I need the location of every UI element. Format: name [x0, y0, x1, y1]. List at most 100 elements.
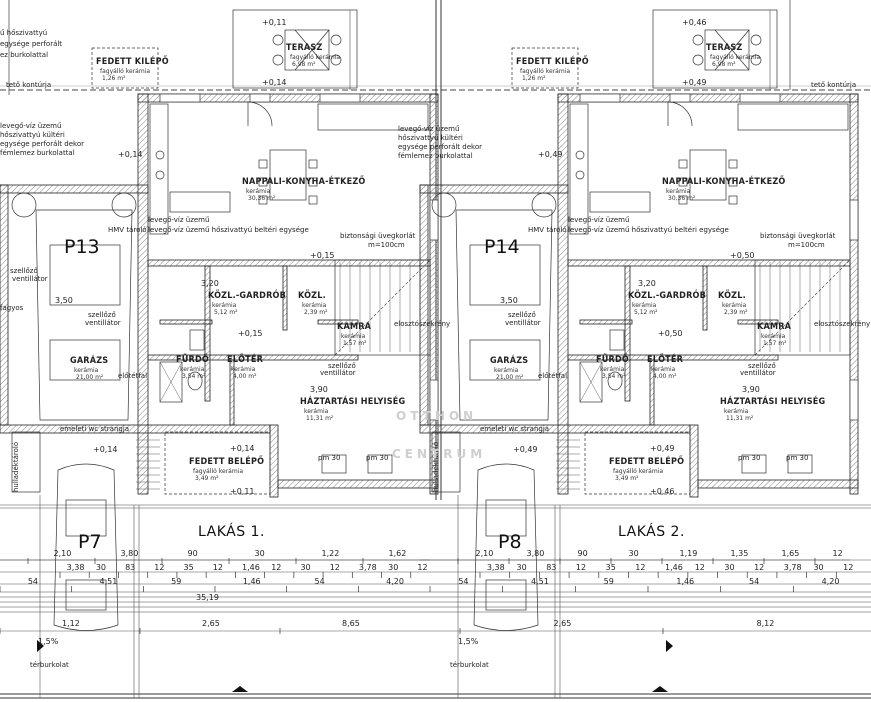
parked-car-windshield — [65, 499, 107, 537]
kitchen-top-counter — [317, 103, 429, 131]
window — [429, 199, 439, 241]
partition-living — [567, 259, 851, 267]
west-living-wall — [557, 93, 569, 495]
window — [249, 93, 271, 103]
partition-gardrob — [624, 265, 631, 402]
dining-chair — [258, 177, 268, 187]
entry-side-wall — [269, 424, 279, 498]
garage-car-rear — [469, 339, 541, 381]
sink — [155, 150, 165, 160]
kitchen-counter — [149, 103, 169, 235]
east-wall — [849, 93, 859, 495]
terrace-table — [284, 29, 330, 71]
pm30-shaft — [787, 454, 813, 474]
terrace-chair — [272, 34, 284, 46]
south-wall — [0, 424, 271, 434]
hmv-tank — [431, 192, 457, 218]
partition-gardrob — [204, 265, 211, 402]
terrace-door-swing — [667, 101, 693, 127]
waste-storage — [11, 431, 41, 493]
hob — [155, 170, 165, 180]
garage-car-rear — [49, 339, 121, 381]
garage-west-wall — [419, 184, 429, 426]
window — [429, 379, 439, 421]
dining-chair — [258, 195, 268, 205]
dining-chair — [678, 177, 688, 187]
hmv-tank — [11, 192, 37, 218]
window — [669, 93, 691, 103]
terrace-door-swing — [247, 101, 273, 127]
heatpump-indoor-unit — [531, 192, 557, 218]
terrace-chair — [330, 34, 342, 46]
terrace-table-cross — [714, 29, 750, 71]
partition-kamra — [737, 319, 779, 325]
shower-cross — [579, 361, 603, 403]
heatpump-indoor-unit — [111, 192, 137, 218]
waste-storage — [431, 431, 461, 493]
garage-car-windshield — [49, 244, 121, 306]
dining-chair — [728, 195, 738, 205]
sink — [575, 150, 585, 160]
terrace-table-cross — [294, 29, 330, 71]
terrace-outline — [232, 9, 358, 89]
stair-direction — [754, 259, 851, 356]
window — [579, 93, 621, 103]
west-living-wall — [137, 93, 149, 495]
pm30-shaft — [741, 454, 767, 474]
partition-kozl — [282, 265, 288, 331]
garage-north-wall — [419, 184, 569, 194]
shower — [579, 361, 603, 403]
dining-chair — [308, 195, 318, 205]
south-service-wall — [277, 479, 439, 489]
kitchen-counter — [569, 103, 589, 235]
toilet — [607, 371, 623, 391]
window — [319, 93, 361, 103]
terrace-chair — [272, 54, 284, 66]
terrace-chair — [692, 34, 704, 46]
staircase-outline — [754, 259, 851, 356]
dining-chair — [308, 159, 318, 169]
east-wall — [429, 93, 439, 495]
partition-bath — [567, 354, 779, 361]
garage-north-wall — [0, 184, 149, 194]
partition-living — [147, 259, 431, 267]
dining-table — [689, 149, 727, 201]
staircase-outline — [334, 259, 431, 356]
parked-car-windshield — [485, 499, 527, 537]
partition-eloter — [229, 359, 235, 426]
parked-car-rear — [485, 579, 527, 611]
kitchen-top-counter — [737, 103, 849, 131]
entry-side-wall — [689, 424, 699, 498]
window — [849, 199, 859, 241]
covered-exit-outline — [511, 47, 579, 89]
garage-car-outline — [455, 209, 553, 421]
hob — [575, 170, 585, 180]
garage-west-wall — [0, 184, 9, 426]
toilet — [187, 371, 203, 391]
south-service-wall — [697, 479, 859, 489]
pm30-shaft — [367, 454, 393, 474]
dining-chair — [678, 159, 688, 169]
terrace-chair — [692, 54, 704, 66]
garage-car-windshield — [469, 244, 541, 306]
dining-chair — [728, 177, 738, 187]
terrace-chair — [750, 54, 762, 66]
south-wall — [419, 424, 691, 434]
stair-direction — [334, 259, 431, 356]
pm30-shaft — [321, 454, 347, 474]
terrace-chair — [750, 34, 762, 46]
shower — [159, 361, 183, 403]
covered-entry-outline — [584, 431, 691, 495]
window — [739, 93, 781, 103]
terrace-outline — [652, 9, 778, 89]
dining-chair — [258, 159, 268, 169]
partition-eloter — [649, 359, 655, 426]
garage-car-outline — [35, 209, 133, 421]
partition-bath — [147, 354, 359, 361]
parked-car-outline — [473, 463, 539, 631]
parked-car-rear — [65, 579, 107, 611]
terrace-chair — [330, 54, 342, 66]
partition-small — [579, 319, 633, 325]
terrace-table — [704, 29, 750, 71]
